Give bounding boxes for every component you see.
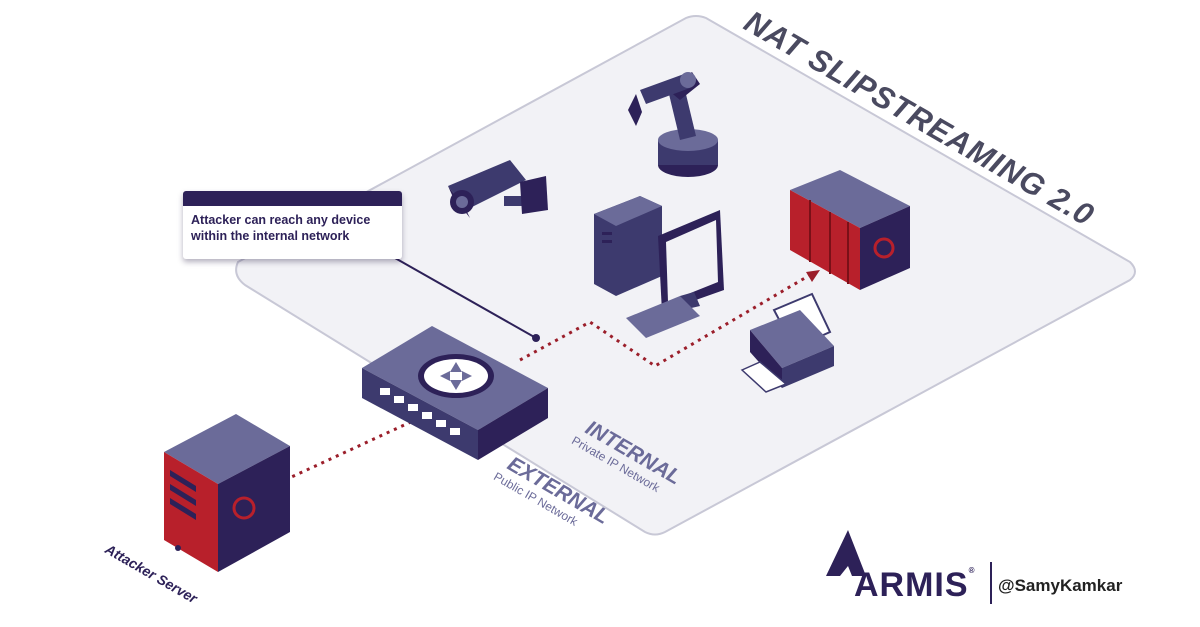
callout-pointer bbox=[394, 257, 540, 342]
router-icon bbox=[362, 326, 548, 460]
attack-path-arrowhead bbox=[806, 270, 820, 282]
armis-logo-icon bbox=[826, 530, 866, 576]
server-rack-icon bbox=[790, 170, 910, 290]
brand-divider bbox=[990, 562, 992, 604]
twitter-handle: @SamyKamkar bbox=[998, 576, 1123, 595]
robot-arm-icon bbox=[628, 72, 718, 177]
brand-lockup: ARMIS® @SamyKamkar bbox=[826, 532, 1156, 605]
attack-path bbox=[284, 273, 811, 482]
callout-header-bar bbox=[183, 191, 402, 206]
printer-icon bbox=[740, 292, 834, 393]
callout-box: Attacker can reach any device within the… bbox=[183, 191, 402, 259]
desktop-computer-icon bbox=[594, 196, 724, 338]
brand-wordmark: ARMIS® bbox=[854, 566, 975, 605]
trademark-symbol: ® bbox=[968, 566, 976, 575]
brand-name: ARMIS bbox=[854, 566, 969, 604]
callout-text: Attacker can reach any device within the… bbox=[191, 213, 371, 243]
attacker-server-icon bbox=[164, 414, 290, 572]
security-camera-icon bbox=[448, 160, 548, 218]
